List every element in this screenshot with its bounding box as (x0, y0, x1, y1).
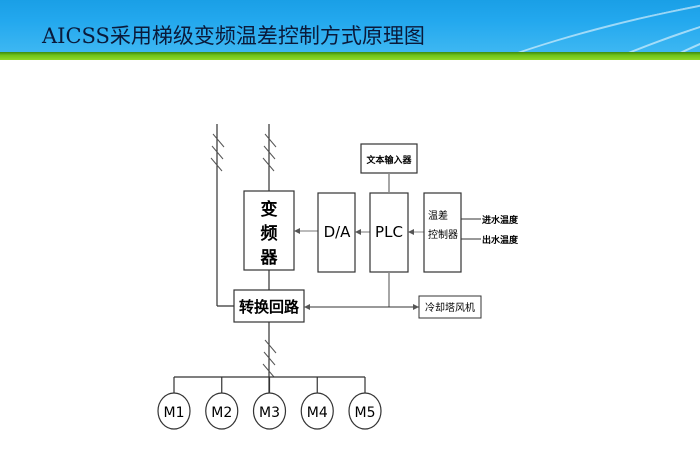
temp-controller-label-2: 控制器 (428, 228, 458, 241)
three-phase-marks-right (262, 133, 277, 172)
slide-header (0, 0, 700, 52)
temp-controller-label-1: 温差 (428, 209, 448, 222)
cooling-fan-block (418, 295, 482, 319)
motor-label: M4 (307, 405, 328, 421)
motor-label: M2 (211, 405, 232, 421)
page-title: AICSS采用梯级变频温差控制方式原理图 (42, 24, 425, 48)
temp-controller-block (423, 192, 462, 273)
motor-circle (205, 392, 239, 430)
motor-group: M1 M2 M3 M4 M5 (157, 377, 382, 430)
inverter-label-3: 器 (260, 248, 279, 268)
inverter-block (243, 190, 295, 271)
outlet-temp-label: 出水温度 (482, 234, 519, 246)
motor-circle (157, 392, 191, 430)
motor-label: M1 (164, 405, 185, 421)
three-phase-marks-left (210, 133, 225, 172)
inverter-label-1: 变 (261, 199, 278, 220)
plc-label: PLC (375, 223, 403, 241)
inlet-temp-label: 进水温度 (482, 214, 519, 226)
motor-circle (252, 392, 287, 430)
text-input-label: 文本输入器 (365, 154, 412, 166)
motor-circle (348, 392, 382, 430)
da-label: D/A (324, 223, 352, 241)
three-phase-marks-output (262, 339, 277, 378)
header-green-band (0, 52, 700, 60)
switch-circuit-block (233, 289, 305, 323)
cooling-fan-label: 冷却塔风机 (425, 301, 475, 314)
inverter-label-2: 频 (261, 223, 278, 244)
motor-label: M5 (355, 405, 376, 421)
switch-circuit-label: 转换回路 (239, 298, 300, 316)
motor-circle (300, 392, 334, 430)
motor-label: M3 (259, 405, 280, 421)
